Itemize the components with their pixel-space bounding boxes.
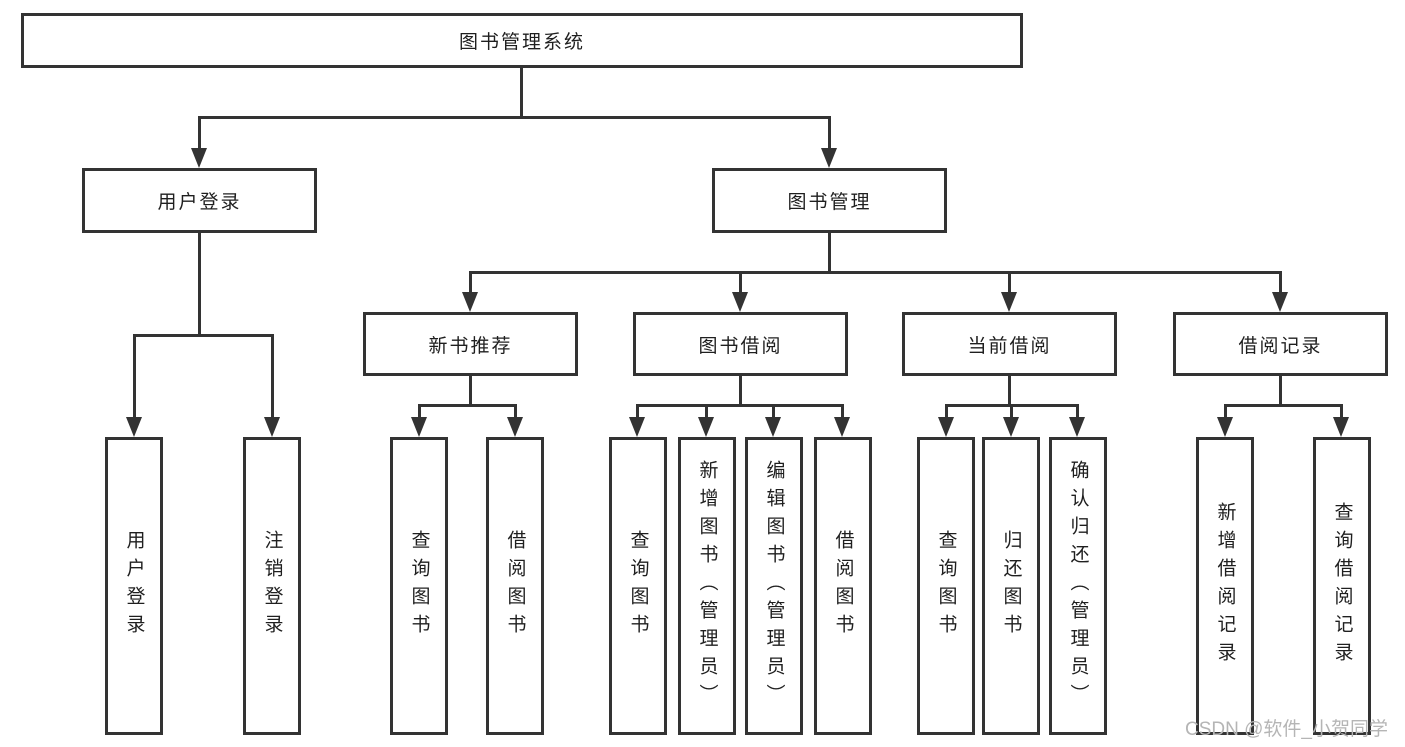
connector-new-book-recommend-stem: [469, 376, 472, 407]
node-root-label: 图书管理系统: [458, 32, 585, 53]
arrowhead-borrowing-edit: [765, 417, 781, 437]
node-root: 图书管理系统: [21, 13, 1023, 68]
connector-drop-book-management: [828, 116, 831, 150]
node-book-management: 图书管理: [712, 168, 947, 233]
connector-drop-recommend-borrow: [514, 404, 517, 420]
leaf-records-query-record: 查询借阅记录: [1313, 437, 1371, 735]
leaf-current-confirm-return-admin-label: 确认归还（管理员）: [1067, 460, 1089, 712]
arrowhead-leaf-logout: [264, 417, 280, 437]
connector-drop-book-borrowing: [739, 271, 742, 294]
connector-root-distributor: [198, 116, 831, 119]
leaf-records-add-record-label: 新增借阅记录: [1214, 502, 1236, 670]
leaf-recommend-query-books-label: 查询图书: [408, 530, 430, 642]
connector-drop-user-login: [198, 116, 201, 150]
leaf-borrowing-add-books-admin: 新增图书（管理员）: [678, 437, 736, 735]
csdn-watermark: CSDN @软件_小贺同学: [1185, 719, 1388, 740]
connector-root-stem: [520, 68, 523, 119]
connector-new-book-recommend-distributor: [418, 404, 517, 407]
connector-drop-leaf-user-login: [133, 334, 136, 419]
node-user-login-label: 用户登录: [157, 192, 242, 213]
arrowhead-current-confirm: [1069, 417, 1085, 437]
connector-drop-current-return: [1010, 404, 1013, 420]
node-book-management-label: 图书管理: [787, 192, 872, 213]
node-borrowing-records: 借阅记录: [1173, 312, 1388, 376]
leaf-borrowing-borrow-books-label: 借阅图书: [832, 530, 854, 642]
arrowhead-current-query: [938, 417, 954, 437]
connector-drop-current-borrowing: [1008, 271, 1011, 294]
leaf-borrowing-add-books-admin-label: 新增图书（管理员）: [696, 460, 718, 712]
arrowhead-borrowing-query: [629, 417, 645, 437]
node-borrowing-records-label: 借阅记录: [1238, 335, 1323, 357]
connector-book-borrowing-stem: [739, 376, 742, 407]
connector-drop-leaf-logout: [271, 334, 274, 419]
leaf-current-return-books-label: 归还图书: [1000, 530, 1022, 642]
arrowhead-book-management: [821, 148, 837, 168]
connector-book-management-stem: [828, 233, 831, 274]
leaf-user-login-label: 用户登录: [123, 530, 145, 642]
connector-drop-records-query: [1340, 404, 1343, 420]
arrowhead-records-query: [1333, 417, 1349, 437]
connector-book-management-distributor: [469, 271, 1282, 274]
node-book-borrowing-label: 图书借阅: [698, 335, 783, 357]
arrowhead-leaf-user-login: [126, 417, 142, 437]
connector-current-borrowing-stem: [1008, 376, 1011, 407]
node-book-borrowing: 图书借阅: [633, 312, 848, 376]
leaf-recommend-borrow-books-label: 借阅图书: [504, 530, 526, 642]
connector-drop-borrowing-query: [636, 404, 639, 420]
arrowhead-borrowing-borrow: [834, 417, 850, 437]
arrowhead-user-login: [191, 148, 207, 168]
node-new-book-recommend: 新书推荐: [363, 312, 578, 376]
arrowhead-records-add: [1217, 417, 1233, 437]
connector-drop-new-book-recommend: [469, 271, 472, 294]
leaf-records-query-record-label: 查询借阅记录: [1331, 502, 1353, 670]
node-user-login: 用户登录: [82, 168, 317, 233]
node-current-borrowing-label: 当前借阅: [967, 335, 1052, 357]
connector-drop-recommend-query: [418, 404, 421, 420]
arrowhead-book-borrowing: [732, 292, 748, 312]
connector-drop-records-add: [1224, 404, 1227, 420]
leaf-records-add-record: 新增借阅记录: [1196, 437, 1254, 735]
arrowhead-recommend-query: [411, 417, 427, 437]
connector-book-borrowing-distributor: [636, 404, 844, 407]
leaf-logout-label: 注销登录: [261, 530, 283, 642]
connector-user-login-distributor: [133, 334, 274, 337]
leaf-current-query-books-label: 查询图书: [935, 530, 957, 642]
connector-drop-current-confirm: [1076, 404, 1079, 420]
leaf-current-return-books: 归还图书: [982, 437, 1040, 735]
connector-borrowing-records-stem: [1279, 376, 1282, 407]
arrowhead-borrowing-records: [1272, 292, 1288, 312]
leaf-borrowing-borrow-books: 借阅图书: [814, 437, 872, 735]
leaf-borrowing-query-books-label: 查询图书: [627, 530, 649, 642]
leaf-current-confirm-return-admin: 确认归还（管理员）: [1049, 437, 1107, 735]
connector-user-login-stem: [198, 233, 201, 337]
connector-drop-borrowing-borrow: [841, 404, 844, 420]
connector-drop-borrowing-records: [1279, 271, 1282, 294]
arrowhead-current-return: [1003, 417, 1019, 437]
leaf-user-login: 用户登录: [105, 437, 163, 735]
connector-drop-borrowing-edit: [772, 404, 775, 420]
arrowhead-borrowing-add: [698, 417, 714, 437]
leaf-current-query-books: 查询图书: [917, 437, 975, 735]
arrowhead-current-borrowing: [1001, 292, 1017, 312]
leaf-recommend-query-books: 查询图书: [390, 437, 448, 735]
leaf-borrowing-edit-books-admin-label: 编辑图书（管理员）: [763, 460, 785, 712]
connector-borrowing-records-distributor: [1224, 404, 1342, 407]
leaf-borrowing-query-books: 查询图书: [609, 437, 667, 735]
leaf-recommend-borrow-books: 借阅图书: [486, 437, 544, 735]
connector-drop-current-query: [945, 404, 948, 420]
node-new-book-recommend-label: 新书推荐: [428, 335, 513, 357]
arrowhead-recommend-borrow: [507, 417, 523, 437]
connector-drop-borrowing-add: [705, 404, 708, 420]
leaf-logout: 注销登录: [243, 437, 301, 735]
leaf-borrowing-edit-books-admin: 编辑图书（管理员）: [745, 437, 803, 735]
node-current-borrowing: 当前借阅: [902, 312, 1117, 376]
arrowhead-new-book-recommend: [462, 292, 478, 312]
